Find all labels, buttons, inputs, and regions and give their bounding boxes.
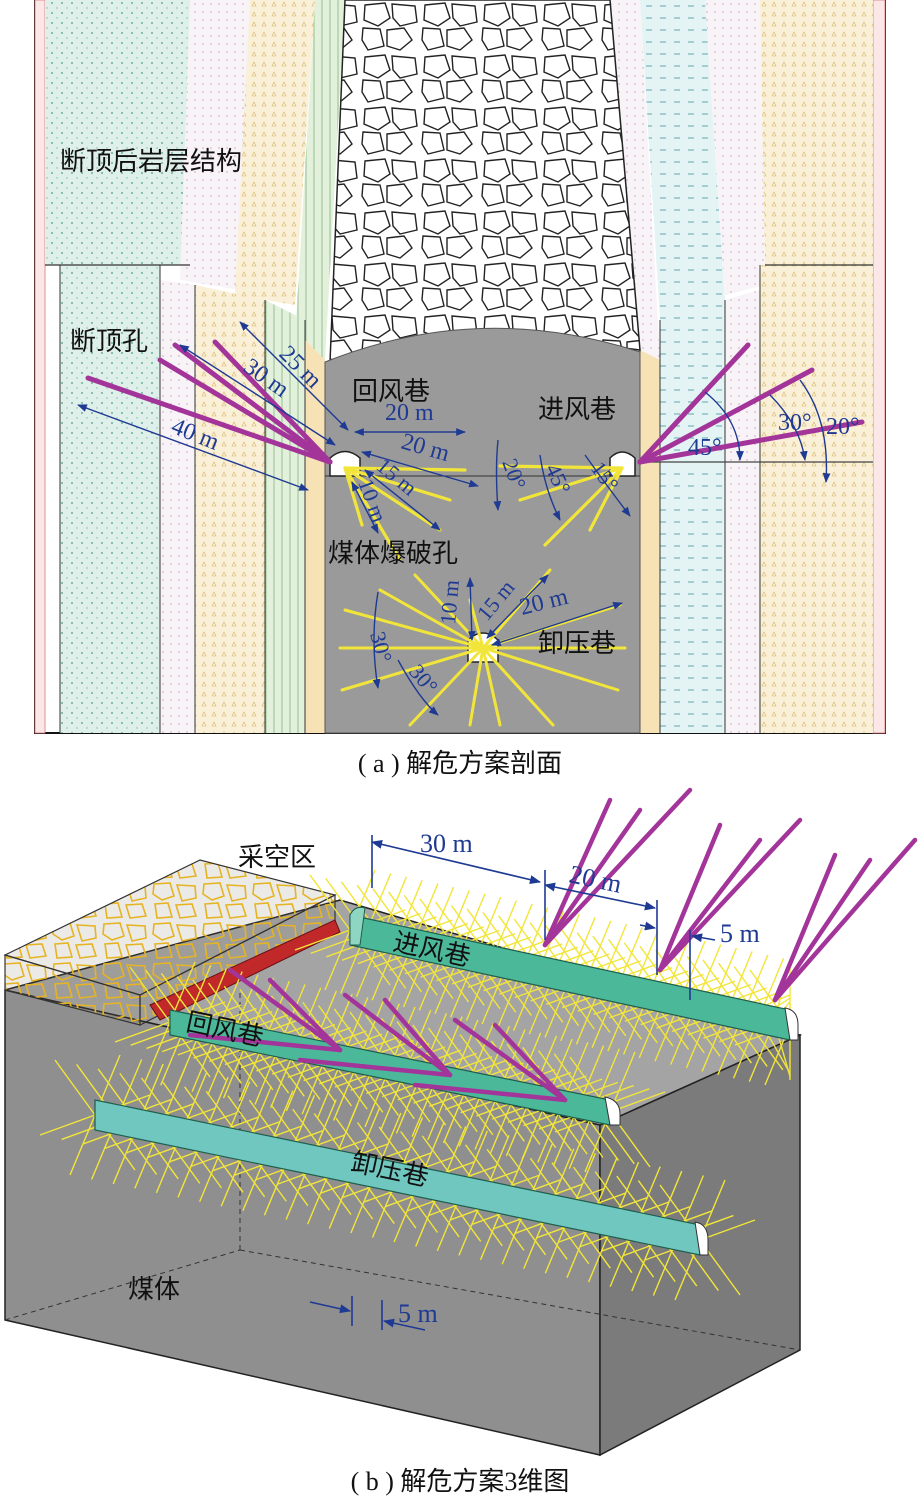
blast-hole-line (114, 1021, 171, 1043)
blast-hole-line (294, 929, 351, 951)
panel-b-3d: 采空区 进风巷 回风巷 卸压巷 煤体 30 m 20 m 5 m 5 m (3, 787, 918, 1457)
roof-holes-right (637, 342, 865, 465)
blast-hole-line (39, 1114, 96, 1136)
right-strata (610, 0, 873, 733)
blast-hole-line (54, 1059, 96, 1116)
angle-20: 20° (826, 414, 860, 440)
blast-hole-line (69, 1114, 96, 1176)
blast-hole-line (699, 1219, 756, 1241)
right-brick-strip (872, 0, 886, 734)
dim-b-5m-top: 5 m (720, 919, 760, 948)
label-goaf: 采空区 (238, 843, 316, 873)
caption-b: ( b ) 解危方案3维图 (351, 1467, 570, 1496)
left-brick-strip (34, 0, 46, 734)
angle-30: 30° (778, 410, 812, 436)
label-coal-blast-holes: 煤体爆破孔 (328, 539, 458, 569)
roof-holes-3d (187, 787, 918, 1103)
label-strata: 断顶后岩层结构 (60, 147, 242, 177)
caved-goaf (329, 0, 641, 363)
working-face (149, 919, 341, 1021)
blast-hole-line (309, 874, 351, 931)
label-roof-holes: 断顶孔 (70, 327, 148, 357)
label-return-airway-a: 回风巷 (352, 377, 430, 407)
blast-hole-line (129, 966, 171, 1023)
label-intake-airway-a: 进风巷 (538, 395, 616, 425)
dim-b-30m: 30 m (420, 829, 473, 858)
dim-b-20m: 20 m (567, 860, 625, 899)
label-coal: 煤体 (128, 1275, 180, 1305)
caption-a: ( a ) 解危方案剖面 (358, 749, 562, 778)
dimension-lines-b (309, 835, 716, 1331)
dim-b-5m-bottom: 5 m (398, 1299, 438, 1328)
dim-10m-b: 10 m (435, 579, 464, 626)
angle-45: 45° (688, 435, 722, 461)
panel-a-section: 断顶后岩层结构 断顶孔 回风巷 进风巷 煤体爆破孔 卸压巷 25 m 30 m … (34, 0, 886, 734)
dim-20m-a: 20 m (385, 400, 434, 426)
dimension-lines-a (77, 321, 831, 716)
label-relief-roadway-a: 卸压巷 (538, 629, 616, 659)
blast-holes-intake (498, 464, 624, 547)
